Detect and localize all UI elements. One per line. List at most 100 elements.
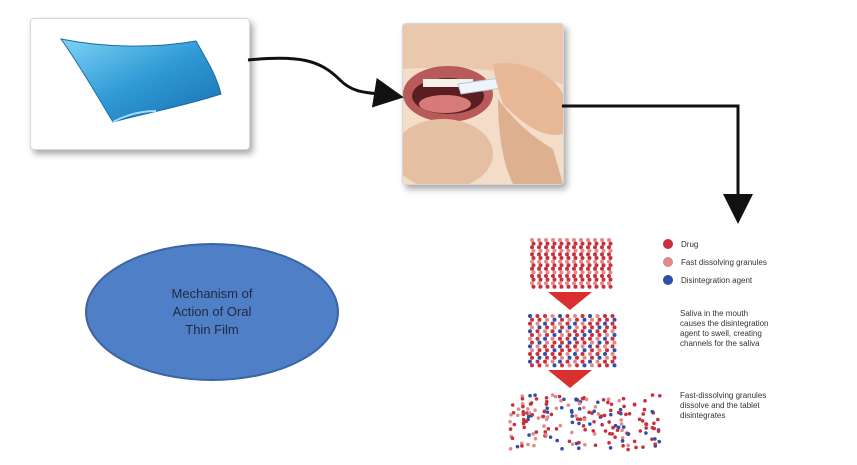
tablet-particle xyxy=(539,256,543,260)
swelling-particle xyxy=(583,348,587,352)
scattered-particle xyxy=(577,446,581,450)
swelling-particle xyxy=(560,356,564,360)
swelling-particle xyxy=(536,322,540,326)
scattered-particle xyxy=(579,417,583,421)
scattered-particle xyxy=(542,424,546,428)
swelling-particle xyxy=(543,329,547,333)
tablet-particle xyxy=(558,281,562,285)
swelling-particle xyxy=(596,352,600,356)
swelling-particle xyxy=(566,352,570,356)
swelling-particle xyxy=(568,333,572,337)
tablet-particle xyxy=(551,238,555,242)
swelling-particle xyxy=(583,341,587,345)
scattered-particle xyxy=(509,427,513,431)
swelling-particle xyxy=(605,333,609,337)
swelling-particle xyxy=(575,333,579,337)
swelling-particle xyxy=(603,352,607,356)
scattered-particle xyxy=(530,401,534,405)
swelling-particle xyxy=(581,314,585,318)
tablet-particle xyxy=(581,249,585,253)
scattered-particle xyxy=(620,422,624,426)
arrow-mouth-to-mechanism xyxy=(562,106,738,215)
swelling-particle xyxy=(575,325,579,329)
scattered-particle xyxy=(622,405,626,409)
tablet-particle xyxy=(579,245,583,249)
scattered-particle xyxy=(577,441,581,445)
swelling-particle xyxy=(536,360,540,364)
swelling-particle xyxy=(596,314,600,318)
scattered-particle xyxy=(600,423,604,427)
scattered-particle xyxy=(651,426,655,430)
swelling-particle xyxy=(603,337,607,341)
scattered-particle xyxy=(526,407,530,411)
swelling-particle xyxy=(590,341,594,345)
tablet-particle xyxy=(607,245,611,249)
swelling-particle xyxy=(558,329,562,333)
swelling-particle xyxy=(575,341,579,345)
tablet-particle xyxy=(560,242,564,246)
swelling-particle xyxy=(528,337,532,341)
swelling-particle xyxy=(558,322,562,326)
scattered-particle xyxy=(602,398,606,402)
tablet-particle xyxy=(595,278,599,282)
swelling-particle xyxy=(536,329,540,333)
tablet-particle xyxy=(600,281,604,285)
swelling-particle xyxy=(596,337,600,341)
tablet-particle xyxy=(579,238,583,242)
swelling-particle xyxy=(611,344,615,348)
tablet-particle xyxy=(574,278,578,282)
swelling-particle xyxy=(553,318,557,322)
tablet-particle xyxy=(595,270,599,274)
scattered-particle xyxy=(554,395,558,399)
swelling-particle xyxy=(551,337,555,341)
scattered-particle xyxy=(620,428,624,432)
swelling-particle xyxy=(588,352,592,356)
tablet-particle xyxy=(572,281,576,285)
swelling-particle xyxy=(551,360,555,364)
swelling-particle xyxy=(590,333,594,337)
swelling-particle xyxy=(568,363,572,367)
scattered-particle xyxy=(603,414,607,418)
swelling-particle xyxy=(528,314,532,318)
tablet-particle xyxy=(588,263,592,267)
tablet-particle xyxy=(530,238,534,242)
scattered-particle xyxy=(643,399,647,403)
scattered-particle xyxy=(644,431,648,435)
swelling-particle xyxy=(613,348,617,352)
tablet-particle xyxy=(586,238,590,242)
tablet-particle xyxy=(588,278,592,282)
scattered-particle xyxy=(570,414,574,418)
down-arrow-1 xyxy=(548,292,592,310)
swelling-particle xyxy=(551,352,555,356)
tablet-particle xyxy=(558,245,562,249)
scattered-particle xyxy=(558,395,562,399)
swelling-particle xyxy=(611,314,615,318)
tablet-particle xyxy=(551,267,555,271)
tablet-particle xyxy=(553,263,557,267)
stage-3-description: Fast-dissolving granules dissolve and th… xyxy=(680,391,855,421)
tablet-particle xyxy=(572,238,576,242)
tablet-particle xyxy=(602,285,606,289)
swelling-particle xyxy=(598,333,602,337)
tablet-particle xyxy=(532,278,536,282)
scattered-particle xyxy=(528,394,532,398)
tablet-particle xyxy=(593,252,597,256)
scattered-particle xyxy=(641,412,645,416)
swelling-particle xyxy=(605,341,609,345)
scattered-particle xyxy=(644,426,648,430)
swelling-particle xyxy=(530,325,534,329)
scattered-particle xyxy=(571,421,575,425)
tablet-particle xyxy=(539,270,543,274)
scattered-particle xyxy=(578,407,582,411)
scattered-particle xyxy=(607,420,611,424)
tablet-particle xyxy=(567,249,571,253)
scattered-particle xyxy=(533,408,537,412)
tablet-particle xyxy=(537,260,541,264)
swelling-particle xyxy=(530,356,534,360)
scattered-particle xyxy=(624,413,628,417)
scattered-particle xyxy=(509,447,513,451)
tablet-particle xyxy=(567,278,571,282)
tablet-particle xyxy=(532,285,536,289)
scattered-particle xyxy=(509,413,513,417)
tablet-particle xyxy=(593,274,597,278)
